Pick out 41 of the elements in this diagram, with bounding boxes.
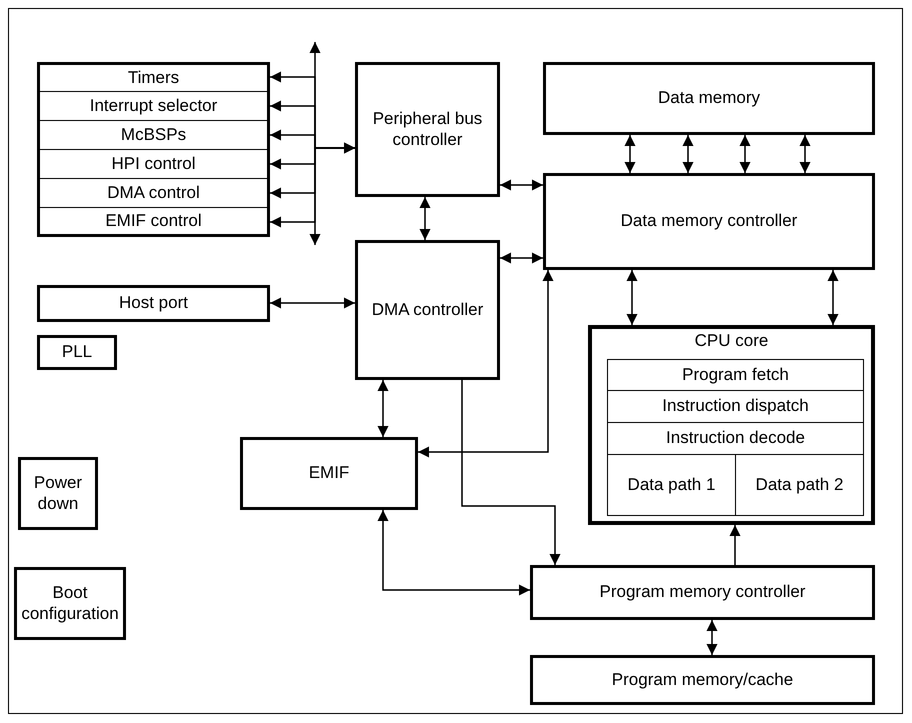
- block-box: Program memory/cache: [530, 655, 875, 705]
- peripheral-row: McBSPs: [37, 120, 270, 150]
- block-box: PLL: [37, 335, 117, 370]
- arrow: [378, 380, 388, 437]
- arrow: [500, 180, 543, 190]
- block-box: Data memory controller: [543, 173, 875, 270]
- stage-row: Program fetch: [607, 359, 864, 391]
- peripheral-row: EMIF control: [37, 207, 270, 237]
- stage-row: Instruction dispatch: [607, 390, 864, 423]
- block-box: Power down: [18, 457, 98, 530]
- peripheral-row: HPI control: [37, 149, 270, 179]
- arrow: [461, 380, 560, 565]
- arrow: [706, 620, 718, 655]
- core-box: [588, 325, 875, 525]
- peripheral-row: Interrupt selector: [37, 91, 270, 121]
- arrow: [828, 270, 838, 325]
- stage-row: Instruction decode: [607, 422, 864, 455]
- block-box: DMA controller: [355, 240, 500, 380]
- arrow: [378, 510, 530, 596]
- arrow: [800, 135, 810, 173]
- block-box: Host port: [37, 285, 270, 322]
- block-box: EMIF: [240, 437, 418, 510]
- arrow: [420, 197, 430, 240]
- peripheral-row: Timers: [37, 62, 270, 92]
- arrow: [682, 135, 694, 173]
- block-box: Boot configuration: [14, 567, 126, 640]
- core-title: CPU core: [694, 331, 770, 352]
- block-box: Data memory: [543, 62, 875, 135]
- arrow: [730, 525, 740, 565]
- arrow: [418, 270, 554, 458]
- arrow: [270, 298, 355, 308]
- peripheral-row: DMA control: [37, 178, 270, 208]
- arrow: [740, 135, 750, 173]
- arrow: [270, 142, 355, 228]
- arrow: [500, 252, 543, 264]
- block-box: Program memory controller: [530, 565, 875, 620]
- arrow: [624, 135, 636, 173]
- data-path-cell: Data path 1: [607, 454, 736, 516]
- arrow: [626, 270, 638, 325]
- data-path-cell: Data path 2: [735, 454, 864, 516]
- block-box: Peripheral bus controller: [355, 62, 500, 197]
